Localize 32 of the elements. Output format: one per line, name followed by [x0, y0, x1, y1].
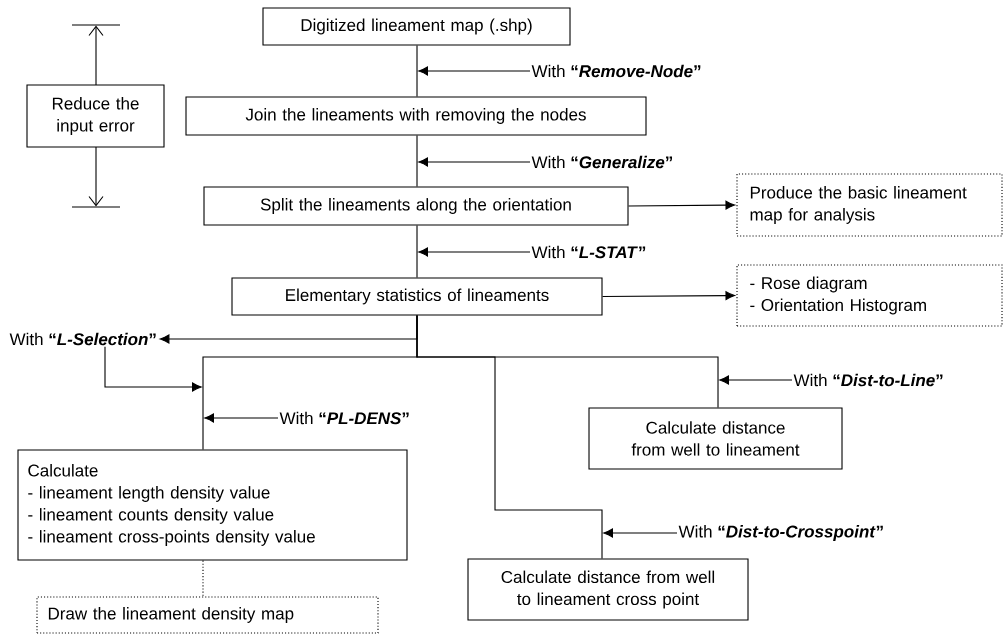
arrow	[603, 528, 678, 538]
arrow	[602, 291, 736, 301]
tool-label: With “Generalize”	[531, 155, 672, 169]
process-box: Elementary statistics of lineaments	[231, 277, 603, 316]
tool-label: With “L-Selection”	[9, 332, 156, 346]
process-box: Split the lineaments along the orientation	[203, 186, 629, 226]
process-box: Calculate distance from well to lineament	[588, 407, 843, 470]
tool-label: With “Dist-to-Crosspoint”	[678, 525, 883, 541]
arrow	[204, 413, 279, 423]
arrow	[628, 200, 736, 210]
connector-line	[416, 315, 603, 559]
arrow	[104, 346, 202, 392]
process-box: Reduce the input error	[26, 84, 165, 148]
process-box: Join the lineaments with removing the nodes	[185, 96, 647, 136]
tool-label: With “Dist-to-Line”	[793, 373, 943, 387]
output-box: Draw the lineament density map	[36, 596, 379, 634]
process-box: Calculate distance from well to lineament cross point	[467, 558, 749, 621]
connector-line	[416, 45, 418, 97]
connector-line	[416, 225, 418, 278]
arrow	[418, 247, 531, 257]
tool-label: With “PL-DENS”	[279, 411, 409, 425]
arrow	[418, 157, 531, 167]
output-box: - Rose diagram - Orientation Histogram	[736, 264, 1003, 327]
output-box: Produce the basic lineament map for analysis	[736, 173, 1003, 237]
connector-line	[416, 135, 418, 187]
arrow	[719, 375, 793, 385]
process-box: Digitized lineament map (.shp)	[262, 7, 571, 46]
arrow	[418, 66, 531, 76]
process-box: Calculate - lineament length density value - lineament counts density value - lineament cross-points density value	[17, 449, 408, 561]
tool-label: With “Remove-Node”	[531, 64, 701, 78]
tool-label: With “L-STAT”	[531, 245, 646, 259]
connector-line	[202, 560, 204, 597]
